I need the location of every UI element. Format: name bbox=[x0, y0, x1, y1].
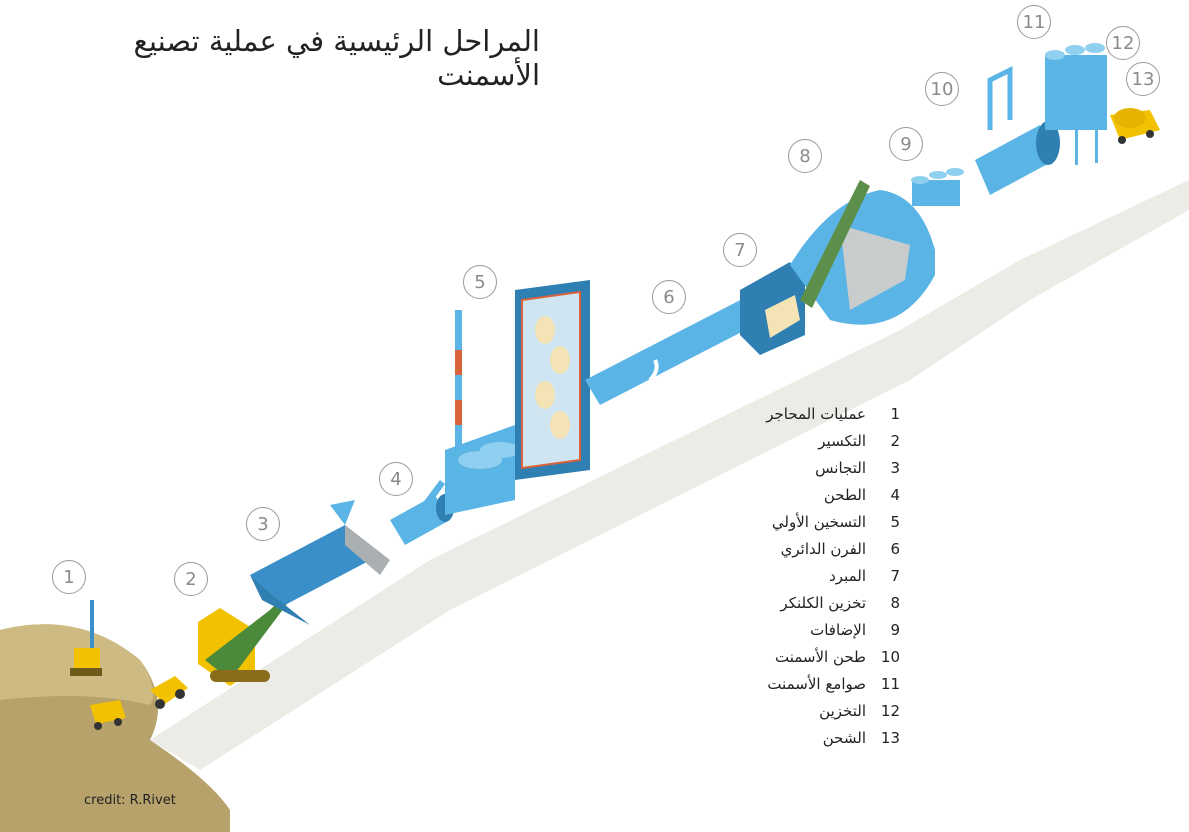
page-title: المراحل الرئيسية في عملية تصنيع الأسمنت bbox=[133, 24, 540, 92]
legend-number: 6 bbox=[890, 539, 900, 558]
legend-label: عمليات المحاجر bbox=[766, 404, 866, 423]
stage-badge-3: 3 bbox=[246, 507, 280, 541]
cement-silos bbox=[1045, 43, 1107, 165]
image-credit: credit: R.Rivet bbox=[84, 793, 176, 808]
legend-number: 11 bbox=[880, 674, 900, 693]
rotary-kiln bbox=[585, 295, 765, 405]
legend-item: طحن الأسمنت 10 bbox=[700, 643, 900, 670]
legend-label: التجانس bbox=[815, 458, 866, 477]
cement-truck bbox=[1110, 108, 1160, 144]
legend-number: 1 bbox=[890, 404, 900, 423]
stage-badge-4: 4 bbox=[379, 462, 413, 496]
legend-number: 7 bbox=[890, 566, 900, 585]
legend-number: 10 bbox=[880, 647, 900, 666]
homogenization-shed bbox=[250, 500, 390, 625]
legend-item: الإضافات 9 bbox=[700, 616, 900, 643]
legend-label: التكسير bbox=[818, 431, 866, 450]
preheater-tower bbox=[445, 280, 590, 515]
legend-number: 2 bbox=[890, 431, 900, 450]
legend-label: الفرن الدائري bbox=[780, 539, 866, 558]
stage-legend: عمليات المحاجر 1 التكسير 2 التجانس 3 الطحن 4… bbox=[700, 400, 900, 751]
stage-badge-12: 12 bbox=[1106, 26, 1140, 60]
clinker-dome bbox=[790, 180, 935, 325]
stage-badge-6: 6 bbox=[652, 280, 686, 314]
cooler bbox=[740, 262, 805, 355]
quarry-truck bbox=[90, 700, 126, 730]
legend-label: تخزين الكلنكر bbox=[780, 593, 866, 612]
legend-item: تخزين الكلنكر 8 bbox=[700, 589, 900, 616]
legend-number: 13 bbox=[880, 728, 900, 747]
quarry-drill bbox=[70, 600, 102, 676]
legend-number: 3 bbox=[890, 458, 900, 477]
legend-item: التجانس 3 bbox=[700, 454, 900, 481]
legend-number: 12 bbox=[880, 701, 900, 720]
stage-badge-8: 8 bbox=[788, 139, 822, 173]
legend-number: 9 bbox=[890, 620, 900, 639]
legend-label: التخزين bbox=[819, 701, 866, 720]
stage-badge-9: 9 bbox=[889, 127, 923, 161]
stage-badge-13: 13 bbox=[1126, 62, 1160, 96]
ground-shadow bbox=[150, 180, 1189, 770]
stage-badge-7: 7 bbox=[723, 233, 757, 267]
legend-number: 5 bbox=[890, 512, 900, 531]
raw-mill bbox=[390, 480, 454, 545]
legend-item: الطحن 4 bbox=[700, 481, 900, 508]
legend-label: الطحن bbox=[823, 485, 866, 504]
legend-item: التخزين 12 bbox=[700, 697, 900, 724]
legend-item: الشحن 13 bbox=[700, 724, 900, 751]
legend-label: المبرد bbox=[829, 566, 866, 585]
legend-item: التكسير 2 bbox=[700, 427, 900, 454]
stage-badge-2: 2 bbox=[174, 562, 208, 596]
legend-label: التسخين الأولي bbox=[771, 512, 866, 531]
legend-label: الإضافات bbox=[810, 620, 866, 639]
stage-badge-11: 11 bbox=[1017, 5, 1051, 39]
legend-item: صوامع الأسمنت 11 bbox=[700, 670, 900, 697]
stage-badge-5: 5 bbox=[463, 265, 497, 299]
legend-label: صوامع الأسمنت bbox=[767, 674, 866, 693]
cement-mill bbox=[975, 65, 1060, 195]
legend-number: 8 bbox=[890, 593, 900, 612]
legend-number: 4 bbox=[890, 485, 900, 504]
stage-badge-1: 1 bbox=[52, 560, 86, 594]
legend-label: طحن الأسمنت bbox=[774, 647, 866, 666]
legend-label: الشحن bbox=[822, 728, 866, 747]
legend-item: المبرد 7 bbox=[700, 562, 900, 589]
stage-badge-10: 10 bbox=[925, 72, 959, 106]
legend-item: عمليات المحاجر 1 bbox=[700, 400, 900, 427]
legend-item: الفرن الدائري 6 bbox=[700, 535, 900, 562]
additives-silos bbox=[911, 168, 964, 206]
loader bbox=[150, 676, 188, 709]
legend-item: التسخين الأولي 5 bbox=[700, 508, 900, 535]
